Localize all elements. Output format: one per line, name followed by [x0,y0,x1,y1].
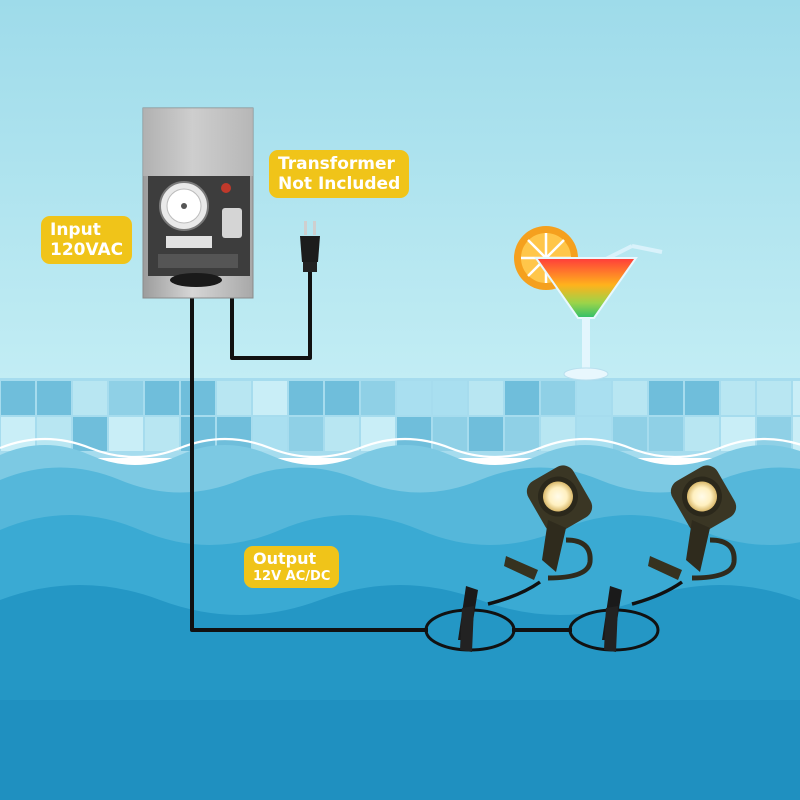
ground-stake [424,586,516,652]
spotlight-icon [504,465,593,581]
pool-tile [37,381,71,415]
pool-tile [325,381,359,415]
pool-tile [613,381,647,415]
ground-stake [568,586,660,652]
pool-tile [721,381,755,415]
output-voltage-label: Output 12V AC/DC [244,546,340,589]
cocktail-glass-icon [514,226,663,381]
pool-tile [253,417,287,451]
pool-tile [577,381,611,415]
pool-tile [289,417,323,451]
wiring [190,272,684,632]
pool-tile [469,417,503,451]
pool-tile [397,381,431,415]
pool-tile-band [0,378,800,458]
lead-wire-1 [487,580,542,606]
pool-tile [145,381,179,415]
pool-tile [109,417,143,451]
pool-tile [73,417,107,451]
pool-tile [505,381,539,415]
pool-tile [289,381,323,415]
lead-wire-2 [631,580,684,606]
input-wire [230,272,312,360]
pool-tile [1,381,35,415]
input-voltage-label: Input 120VAC [41,216,133,265]
pool-tile [685,417,719,451]
pool-tile [649,381,683,415]
pool-tile [217,381,251,415]
pool-tile [613,417,647,451]
pool-tile [73,381,107,415]
transformer-label-line2: Not Included [278,174,401,195]
output-label-title: Output [253,549,317,568]
pool-tile [505,417,539,451]
pool-tile [181,381,215,415]
pool-tile [757,381,791,415]
pool-tile [541,381,575,415]
transformer-box-icon [142,107,254,299]
pool-tile [253,381,287,415]
pool-tile [325,417,359,451]
pool-tile [109,381,143,415]
pool-tile [145,417,179,451]
output-wire [190,296,428,632]
spotlight-icon [648,465,737,581]
transformer-note-label: Transformer Not Included [269,150,410,199]
water-waves [0,437,800,800]
pool-tile [433,417,467,451]
output-label-value: 12V AC/DC [253,568,331,584]
pool-tile [649,417,683,451]
pool-tile [361,381,395,415]
input-label-value: 120VAC [50,240,124,261]
pool-tile [793,417,800,451]
pool-tile [793,381,800,415]
pool-tile [685,381,719,415]
power-plug-icon [300,221,320,272]
pool-tile [469,381,503,415]
transformer-label-line1: Transformer [278,154,395,174]
pool-tile [433,381,467,415]
input-label-title: Input [50,220,101,240]
